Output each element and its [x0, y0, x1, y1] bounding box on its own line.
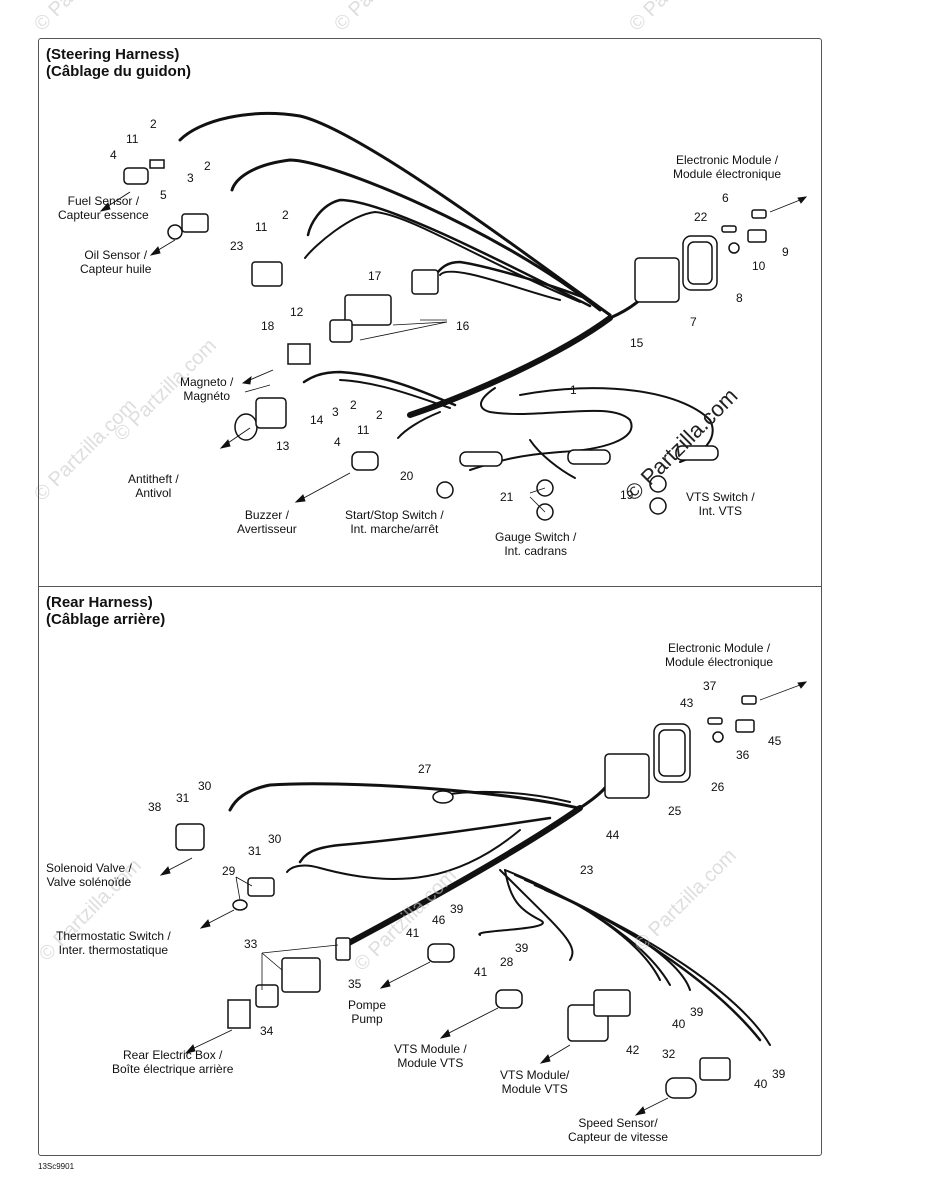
part-number: 46 [432, 913, 446, 927]
label-buzzer: Buzzer / Avertisseur [237, 508, 297, 536]
part-number: 14 [310, 413, 324, 427]
label-solenoid-valve: Solenoid Valve / Valve solénoïde [46, 861, 132, 889]
diagram-frame [38, 38, 822, 1156]
label-pump: Pompe Pump [348, 998, 387, 1026]
part-number: 12 [290, 305, 304, 319]
part-number: 7 [690, 315, 697, 329]
part-number: 5 [160, 188, 167, 202]
part-number: 20 [400, 469, 414, 483]
steering-title-fr: (Câblage du guidon) [46, 63, 191, 80]
part-number: 38 [148, 800, 162, 814]
part-number: 36 [736, 748, 750, 762]
part-number: 31 [176, 791, 190, 805]
part-number: 39 [690, 1005, 704, 1019]
part-number: 35 [348, 977, 362, 991]
part-number: 2 [204, 159, 211, 173]
part-number: 42 [626, 1043, 640, 1057]
part-number: 10 [752, 259, 766, 273]
pointer-arrows [99, 191, 808, 1116]
part-number: 15 [630, 336, 644, 350]
part-number: 9 [782, 245, 789, 259]
part-number: 21 [500, 490, 514, 504]
part-number: 26 [711, 780, 725, 794]
part-number: 3 [332, 405, 339, 419]
section-divider [38, 586, 822, 587]
part-number: 2 [282, 208, 289, 222]
label-antitheft: Antitheft / Antivol [128, 472, 179, 500]
part-number: 29 [222, 864, 236, 878]
part-number: 32 [662, 1047, 676, 1061]
reference-code: 13Sc9901 [38, 1162, 75, 1171]
label-thermostatic-switch: Thermostatic Switch / Inter. thermostati… [56, 929, 171, 957]
part-number: 2 [350, 398, 357, 412]
label-oil-sensor: Oil Sensor / Capteur huile [80, 248, 152, 276]
part-number: 31 [248, 844, 262, 858]
part-number: 28 [500, 955, 514, 969]
part-number: 37 [703, 679, 717, 693]
part-number: 11 [255, 220, 268, 234]
part-number: 41 [474, 965, 488, 979]
part-number: 8 [736, 291, 743, 305]
part-number: 30 [268, 832, 282, 846]
rear-title-en: (Rear Harness) [46, 594, 153, 611]
label-vts-module-1: VTS Module / Module VTS [394, 1042, 467, 1070]
part-number: 39 [450, 902, 464, 916]
rear-title-fr: (Câblage arrière) [46, 611, 166, 628]
part-number: 18 [261, 319, 275, 333]
part-number: 40 [672, 1017, 686, 1031]
part-number: 17 [368, 269, 382, 283]
part-number: 33 [244, 937, 258, 951]
steering-leader-lines [244, 199, 801, 513]
part-number: 41 [406, 926, 420, 940]
rear-components [175, 695, 757, 1099]
part-number: 4 [334, 435, 341, 449]
rear-harness-drawing [228, 774, 771, 1046]
part-number: 40 [754, 1077, 768, 1091]
part-number: 11 [126, 132, 139, 146]
part-number: 30 [198, 779, 212, 793]
part-number: 45 [768, 734, 782, 748]
part-number: 39 [772, 1067, 786, 1081]
label-vts-switch: VTS Switch / Int. VTS [686, 490, 755, 518]
part-number: 2 [150, 117, 157, 131]
part-number: 6 [722, 191, 729, 205]
part-number: 39 [515, 941, 529, 955]
label-start-stop-switch: Start/Stop Switch / Int. marche/arrêt [345, 508, 444, 536]
part-number: 22 [694, 210, 708, 224]
part-number: 16 [456, 319, 470, 333]
label-rear-electronic-module: Electronic Module / Module électronique [665, 641, 774, 669]
part-number: 27 [418, 762, 432, 776]
label-electronic-module: Electronic Module / Module électronique [673, 153, 782, 181]
label-vts-module-2: VTS Module/ Module VTS [500, 1068, 570, 1096]
label-gauge-switch: Gauge Switch / Int. cadrans [495, 530, 577, 558]
part-number: 23 [580, 863, 594, 877]
label-rear-electric-box: Rear Electric Box / Boîte électrique arr… [112, 1048, 234, 1076]
part-number: 25 [668, 804, 682, 818]
label-magneto: Magneto / Magnéto [180, 375, 234, 403]
label-speed-sensor: Speed Sensor/ Capteur de vitesse [568, 1116, 669, 1144]
part-number: 1 [570, 383, 577, 397]
part-number: 44 [606, 828, 620, 842]
part-number: 13 [276, 439, 290, 453]
part-number: 4 [110, 148, 117, 162]
part-number: 19 [620, 488, 634, 502]
part-number: 43 [680, 696, 694, 710]
part-number: 23 [230, 239, 244, 253]
part-number: 2 [376, 408, 383, 422]
part-number: 34 [260, 1024, 274, 1038]
part-number: 11 [357, 423, 370, 437]
steering-title-en: (Steering Harness) [46, 46, 180, 63]
part-number: 3 [187, 171, 194, 185]
rear-leader-lines [235, 684, 801, 990]
steering-components [123, 159, 767, 521]
label-fuel-sensor: Fuel Sensor / Capteur essence [58, 194, 149, 222]
